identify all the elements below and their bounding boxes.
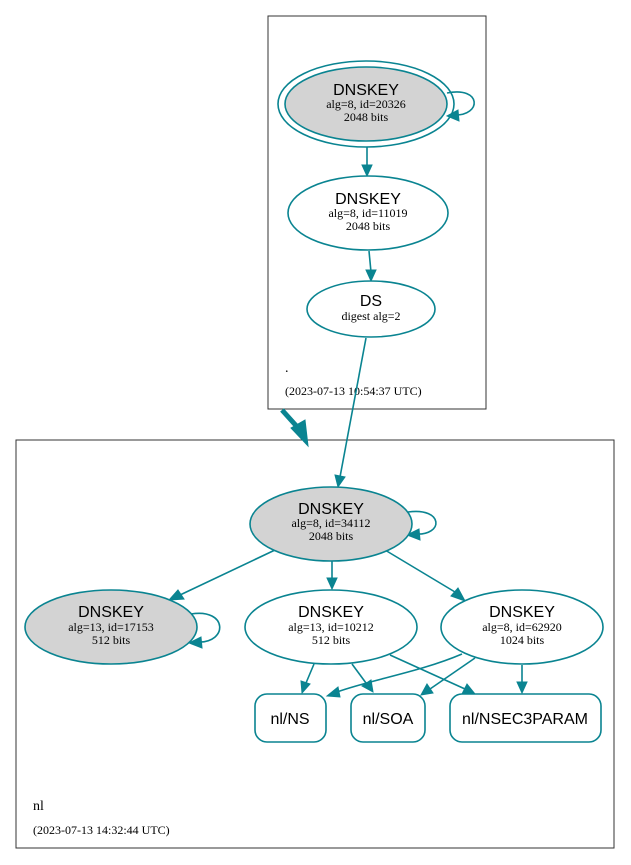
node-root-ksk[interactable]: DNSKEY alg=8, id=20326 2048 bits	[277, 60, 455, 148]
node-rr-ns-label: nl/NS	[270, 711, 309, 728]
node-nl-key-10212-type: DNSKEY	[298, 604, 364, 621]
node-root-zsk-detail: alg=8, id=11019	[328, 206, 407, 220]
node-nl-key-62920-detail: alg=8, id=62920	[482, 620, 562, 634]
node-nl-key-62920-type: DNSKEY	[489, 604, 555, 621]
edge-62920-to-nsec3param-arrowhead	[516, 681, 528, 695]
edge-10212-to-nsec3param	[389, 654, 466, 690]
nl-zone-timestamp: (2023-07-13 14:32:44 UTC)	[33, 823, 170, 837]
node-nl-ksk-size: 2048 bits	[309, 529, 354, 543]
node-nl-key-62920-size: 1024 bits	[500, 633, 545, 647]
node-rr-soa[interactable]: nl/SOA	[350, 693, 426, 743]
node-root-zsk-shape	[287, 175, 449, 251]
edge-nl-ksk-self	[407, 510, 437, 535]
edge-62920-to-ns	[336, 653, 463, 693]
node-rr-soa-shape	[350, 693, 426, 743]
node-rr-nsec3param-shape	[449, 693, 602, 743]
edge-root-ksk-self	[446, 91, 475, 116]
node-nl-key-10212-shape	[244, 589, 418, 665]
nl-zone-name: nl	[33, 799, 44, 814]
node-nl-key-17153-detail: alg=13, id=17153	[68, 620, 154, 634]
node-nl-key-62920-shape	[440, 589, 604, 665]
edge-root-ksk-to-zsk-arrowhead	[361, 164, 373, 178]
node-nl-key-10212-detail: alg=13, id=10212	[288, 620, 374, 634]
root-zone-box	[267, 15, 487, 410]
node-root-ksk-detail: alg=8, id=20326	[326, 97, 406, 111]
edge-10212-to-ns-arrowhead	[300, 680, 311, 695]
node-rr-ns[interactable]: nl/NS	[254, 693, 327, 743]
edge-nl-ksk-self-arrowhead	[405, 528, 421, 541]
edge-17153-self-arrowhead	[187, 636, 203, 649]
node-root-ds[interactable]: DS digest alg=2	[306, 280, 436, 338]
node-nl-key-10212[interactable]: DNSKEY alg=13, id=10212 512 bits	[244, 589, 418, 665]
node-nl-ksk[interactable]: DNSKEY alg=8, id=34112 2048 bits	[249, 486, 413, 562]
node-root-ds-shape	[306, 280, 436, 338]
edge-17153-self	[190, 612, 221, 643]
node-nl-key-10212-size: 512 bits	[312, 633, 351, 647]
node-rr-ns-shape	[254, 693, 327, 743]
edge-root-zsk-to-ds-arrowhead	[365, 269, 377, 283]
edge-nl-ksk-to-62920	[384, 549, 456, 593]
node-root-ksk-type: DNSKEY	[333, 82, 399, 99]
edge-root-zsk-to-ds	[368, 250, 372, 273]
edge-nl-ksk-to-10212-arrowhead	[326, 577, 338, 591]
edge-nl-ksk-to-62920-arrowhead	[450, 587, 467, 602]
edge-ds-to-nl-ksk	[339, 337, 367, 478]
node-root-zsk-type: DNSKEY	[335, 191, 401, 208]
node-rr-nsec3param-label: nl/NSEC3PARAM	[462, 711, 588, 728]
edge-10212-to-ns	[305, 663, 315, 684]
node-nl-ksk-detail: alg=8, id=34112	[291, 516, 370, 530]
edge-10212-to-soa	[351, 663, 367, 684]
edge-ds-to-nl-ksk-arrowhead	[334, 474, 346, 489]
node-nl-ksk-type: DNSKEY	[298, 501, 364, 518]
edge-62920-to-soa-arrowhead	[420, 683, 434, 696]
root-zone-timestamp: (2023-07-13 10:54:37 UTC)	[285, 384, 422, 398]
edge-62920-to-ns-arrowhead	[325, 686, 341, 698]
node-rr-soa-label: nl/SOA	[363, 711, 414, 728]
node-nl-key-17153-shape	[24, 589, 198, 665]
node-nl-ksk-shape	[249, 486, 413, 562]
node-root-ds-detail: digest alg=2	[341, 309, 400, 323]
node-root-ksk-size: 2048 bits	[344, 110, 389, 124]
node-root-zsk[interactable]: DNSKEY alg=8, id=11019 2048 bits	[287, 175, 449, 251]
edge-nl-ksk-to-17153	[179, 549, 276, 596]
node-nl-key-17153[interactable]: DNSKEY alg=13, id=17153 512 bits	[24, 589, 198, 665]
node-root-ds-type: DS	[360, 293, 382, 310]
root-zone-name: .	[285, 361, 289, 376]
node-nl-key-62920[interactable]: DNSKEY alg=8, id=62920 1024 bits	[440, 589, 604, 665]
edge-nl-ksk-to-17153-arrowhead	[167, 589, 185, 601]
node-rr-nsec3param[interactable]: nl/NSEC3PARAM	[449, 693, 602, 743]
node-root-zsk-size: 2048 bits	[346, 219, 391, 233]
edge-10212-to-nsec3param-arrowhead	[461, 683, 477, 695]
nl-zone-box	[15, 439, 615, 849]
edge-62920-to-soa	[429, 657, 476, 690]
node-nl-key-17153-size: 512 bits	[92, 633, 131, 647]
trust-anchor-ring	[277, 60, 455, 148]
delegation-arrowhead	[290, 419, 309, 448]
edges	[167, 91, 528, 698]
node-root-ksk-shape	[284, 66, 448, 142]
node-nl-key-17153-type: DNSKEY	[78, 604, 144, 621]
